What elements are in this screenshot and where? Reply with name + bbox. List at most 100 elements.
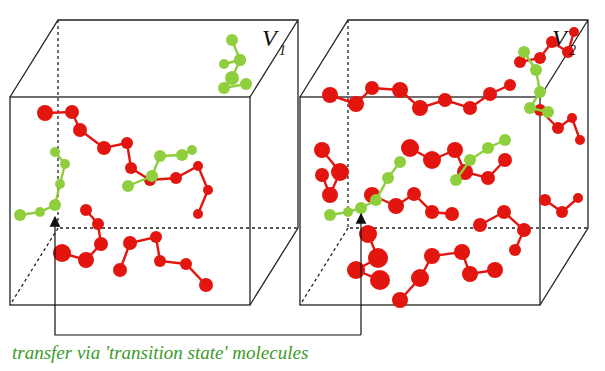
atom xyxy=(424,248,440,264)
atom xyxy=(542,106,554,118)
atom xyxy=(365,81,379,95)
atom xyxy=(447,142,463,158)
atom xyxy=(322,187,338,203)
atom xyxy=(180,258,192,270)
atom xyxy=(483,87,497,101)
atom xyxy=(370,270,390,290)
cube-left xyxy=(10,20,298,305)
atom xyxy=(539,194,551,206)
atom xyxy=(65,105,79,119)
atom xyxy=(481,171,495,185)
atom xyxy=(423,151,441,169)
atom xyxy=(218,82,230,94)
molecule-chain xyxy=(364,187,459,221)
molecule-chain xyxy=(37,105,213,219)
atom xyxy=(14,209,26,221)
transfer-arrow xyxy=(360,214,361,335)
molecule-chain xyxy=(514,27,579,68)
molecule-chain xyxy=(539,193,583,218)
atom xyxy=(234,54,246,66)
bond xyxy=(400,252,495,300)
atom xyxy=(60,159,70,169)
atom xyxy=(534,86,546,98)
atom xyxy=(193,209,203,219)
molecule-chain xyxy=(53,204,108,268)
atom xyxy=(412,100,428,116)
volume-label: V xyxy=(552,26,567,50)
atom xyxy=(498,153,512,167)
atom xyxy=(464,154,476,166)
atom xyxy=(343,207,353,217)
atom xyxy=(193,161,203,171)
molecule-chain xyxy=(473,205,531,256)
atom xyxy=(187,145,197,155)
volume-subscript: 2 xyxy=(569,44,576,58)
atom xyxy=(122,180,134,192)
cube-hidden-edges xyxy=(10,20,298,305)
cube-front-face xyxy=(300,97,540,305)
atom xyxy=(388,198,404,214)
atom xyxy=(518,46,530,58)
molecule-chain xyxy=(401,139,512,185)
atom xyxy=(49,199,61,211)
atom xyxy=(322,87,338,103)
atom xyxy=(487,262,503,278)
atom xyxy=(473,218,487,232)
atom xyxy=(35,207,45,217)
molecule-chain xyxy=(518,46,554,118)
cube-front-face xyxy=(10,97,250,305)
bond xyxy=(45,112,208,214)
molecule-chain xyxy=(14,147,70,221)
atom xyxy=(556,206,568,218)
molecule-chain xyxy=(122,145,197,192)
atom xyxy=(573,193,583,203)
atom xyxy=(324,209,336,221)
atom xyxy=(176,149,188,161)
atom xyxy=(394,156,406,168)
molecule-chain xyxy=(314,142,349,203)
molecule-chain xyxy=(450,134,511,186)
atom xyxy=(219,59,229,69)
bond xyxy=(128,150,192,186)
atom xyxy=(53,244,71,262)
bond xyxy=(20,152,65,215)
atom xyxy=(348,96,364,112)
atom xyxy=(463,101,477,115)
atom xyxy=(438,93,452,107)
atom xyxy=(331,163,349,181)
atom xyxy=(411,269,429,287)
atom xyxy=(125,162,137,174)
atom xyxy=(569,27,579,37)
atom xyxy=(517,223,531,237)
atom xyxy=(170,172,182,184)
volume-subscript: 1 xyxy=(279,44,286,58)
atom xyxy=(150,231,162,243)
atom xyxy=(462,266,478,282)
atom xyxy=(482,142,494,154)
cube-hidden-edges xyxy=(300,20,588,305)
atom xyxy=(73,123,87,137)
atom xyxy=(234,54,246,66)
atom xyxy=(382,172,394,184)
atom xyxy=(97,141,111,155)
volume-label: V xyxy=(262,26,277,50)
atom xyxy=(315,168,329,182)
atom xyxy=(401,139,419,157)
atom xyxy=(80,204,92,216)
cube-visible-edges xyxy=(10,20,298,305)
atom xyxy=(368,248,388,268)
atom xyxy=(113,263,127,277)
molecule-chain xyxy=(218,34,252,94)
atom xyxy=(567,113,577,123)
atom xyxy=(445,207,459,221)
atom xyxy=(226,34,238,46)
transfer-arrow xyxy=(55,217,361,335)
atom xyxy=(534,52,546,64)
atom xyxy=(55,179,65,189)
molecule-chain xyxy=(113,231,213,292)
atom xyxy=(203,185,213,195)
atom xyxy=(509,244,521,256)
atom xyxy=(425,205,439,219)
atom xyxy=(240,78,252,90)
